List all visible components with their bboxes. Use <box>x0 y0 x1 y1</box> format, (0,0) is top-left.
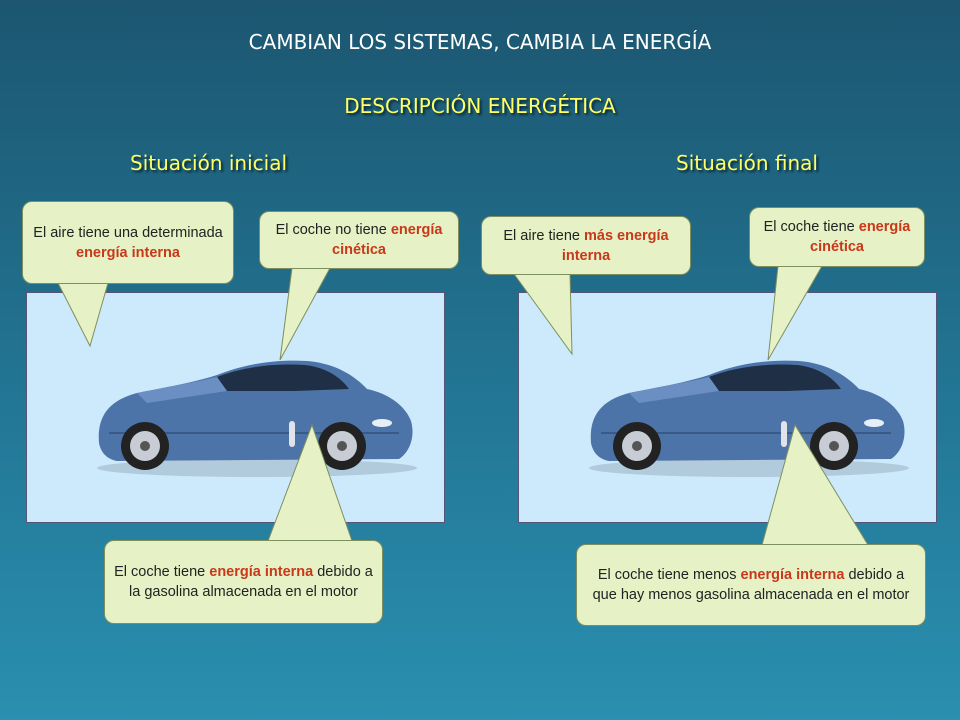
callout-text: debido a la gasolina almacenada en el mo… <box>129 564 373 600</box>
initial-car-panel <box>26 292 445 523</box>
slide-title: CAMBIAN LOS SISTEMAS, CAMBIA LA ENERGÍA <box>248 30 712 54</box>
initial-car-internal-callout: El coche tiene energía interna debido a … <box>104 540 383 624</box>
slide-subtitle: DESCRIPCIÓN ENERGÉTICA <box>344 94 616 118</box>
callout-highlight: energía interna <box>76 244 180 261</box>
callout-text: El coche tiene menos <box>597 567 741 583</box>
final-heading: Situación final <box>676 151 818 175</box>
callout-text: El aire tiene una determinada <box>33 224 223 241</box>
callout-text: El coche tiene <box>114 564 210 580</box>
callout-highlight: energía cinética <box>810 219 911 255</box>
callout-text: El aire tiene <box>503 227 584 244</box>
callout-highlight: energía cinética <box>332 222 443 258</box>
car-illustration <box>589 360 909 477</box>
final-air-callout: El aire tiene más energía interna <box>481 216 691 275</box>
callout-text: El coche tiene <box>763 219 859 235</box>
callout-highlight: más energía interna <box>561 227 669 264</box>
callout-text: El coche no tiene <box>275 222 391 238</box>
initial-car-kinetic-callout: El coche no tiene energía cinética <box>259 211 459 269</box>
final-car-internal-callout: El coche tiene menos energía interna deb… <box>576 544 926 626</box>
car-illustration <box>97 360 417 477</box>
initial-heading: Situación inicial <box>130 151 288 175</box>
final-car-panel <box>518 292 937 523</box>
callout-highlight: energía interna <box>740 567 845 583</box>
callout-text: debido a que hay menos gasolina almacena… <box>592 567 910 603</box>
initial-air-callout: El aire tiene una determinada energía in… <box>22 201 234 284</box>
final-car-kinetic-callout: El coche tiene energía cinética <box>749 207 925 267</box>
callout-highlight: energía interna <box>209 564 314 580</box>
